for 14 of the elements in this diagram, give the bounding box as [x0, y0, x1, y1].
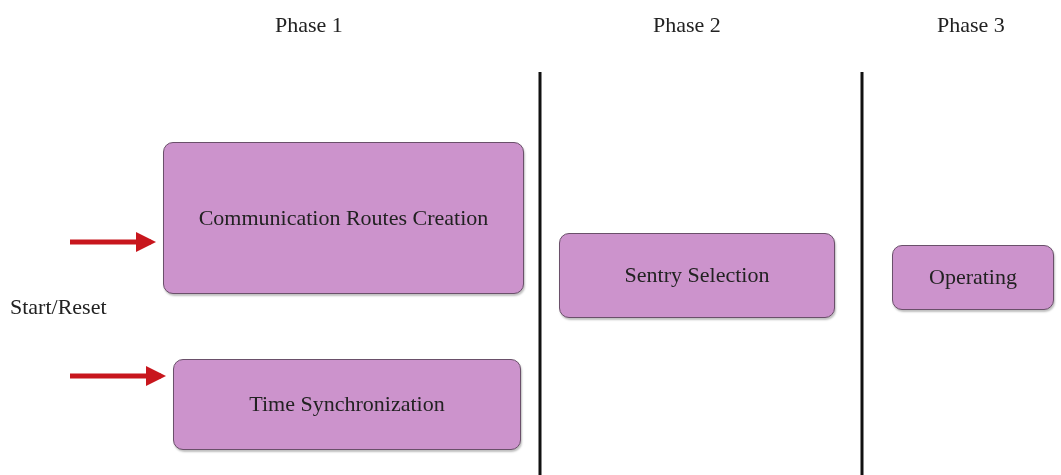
process-box [173, 359, 521, 450]
box-label: Time Synchronization [249, 391, 445, 418]
process-box [559, 233, 835, 318]
phase-heading: Phase 2 [653, 12, 721, 38]
process-box [892, 245, 1054, 310]
box-label: Operating [929, 264, 1017, 291]
phase-heading: Phase 1 [275, 12, 343, 38]
box-label: Communication Routes Creation [198, 204, 489, 233]
start-label: Start/Reset [10, 294, 107, 320]
box-label: Sentry Selection [624, 262, 770, 289]
arrow [70, 232, 156, 252]
process-box [163, 142, 524, 294]
arrow [70, 366, 166, 386]
phase-heading: Phase 3 [937, 12, 1005, 38]
